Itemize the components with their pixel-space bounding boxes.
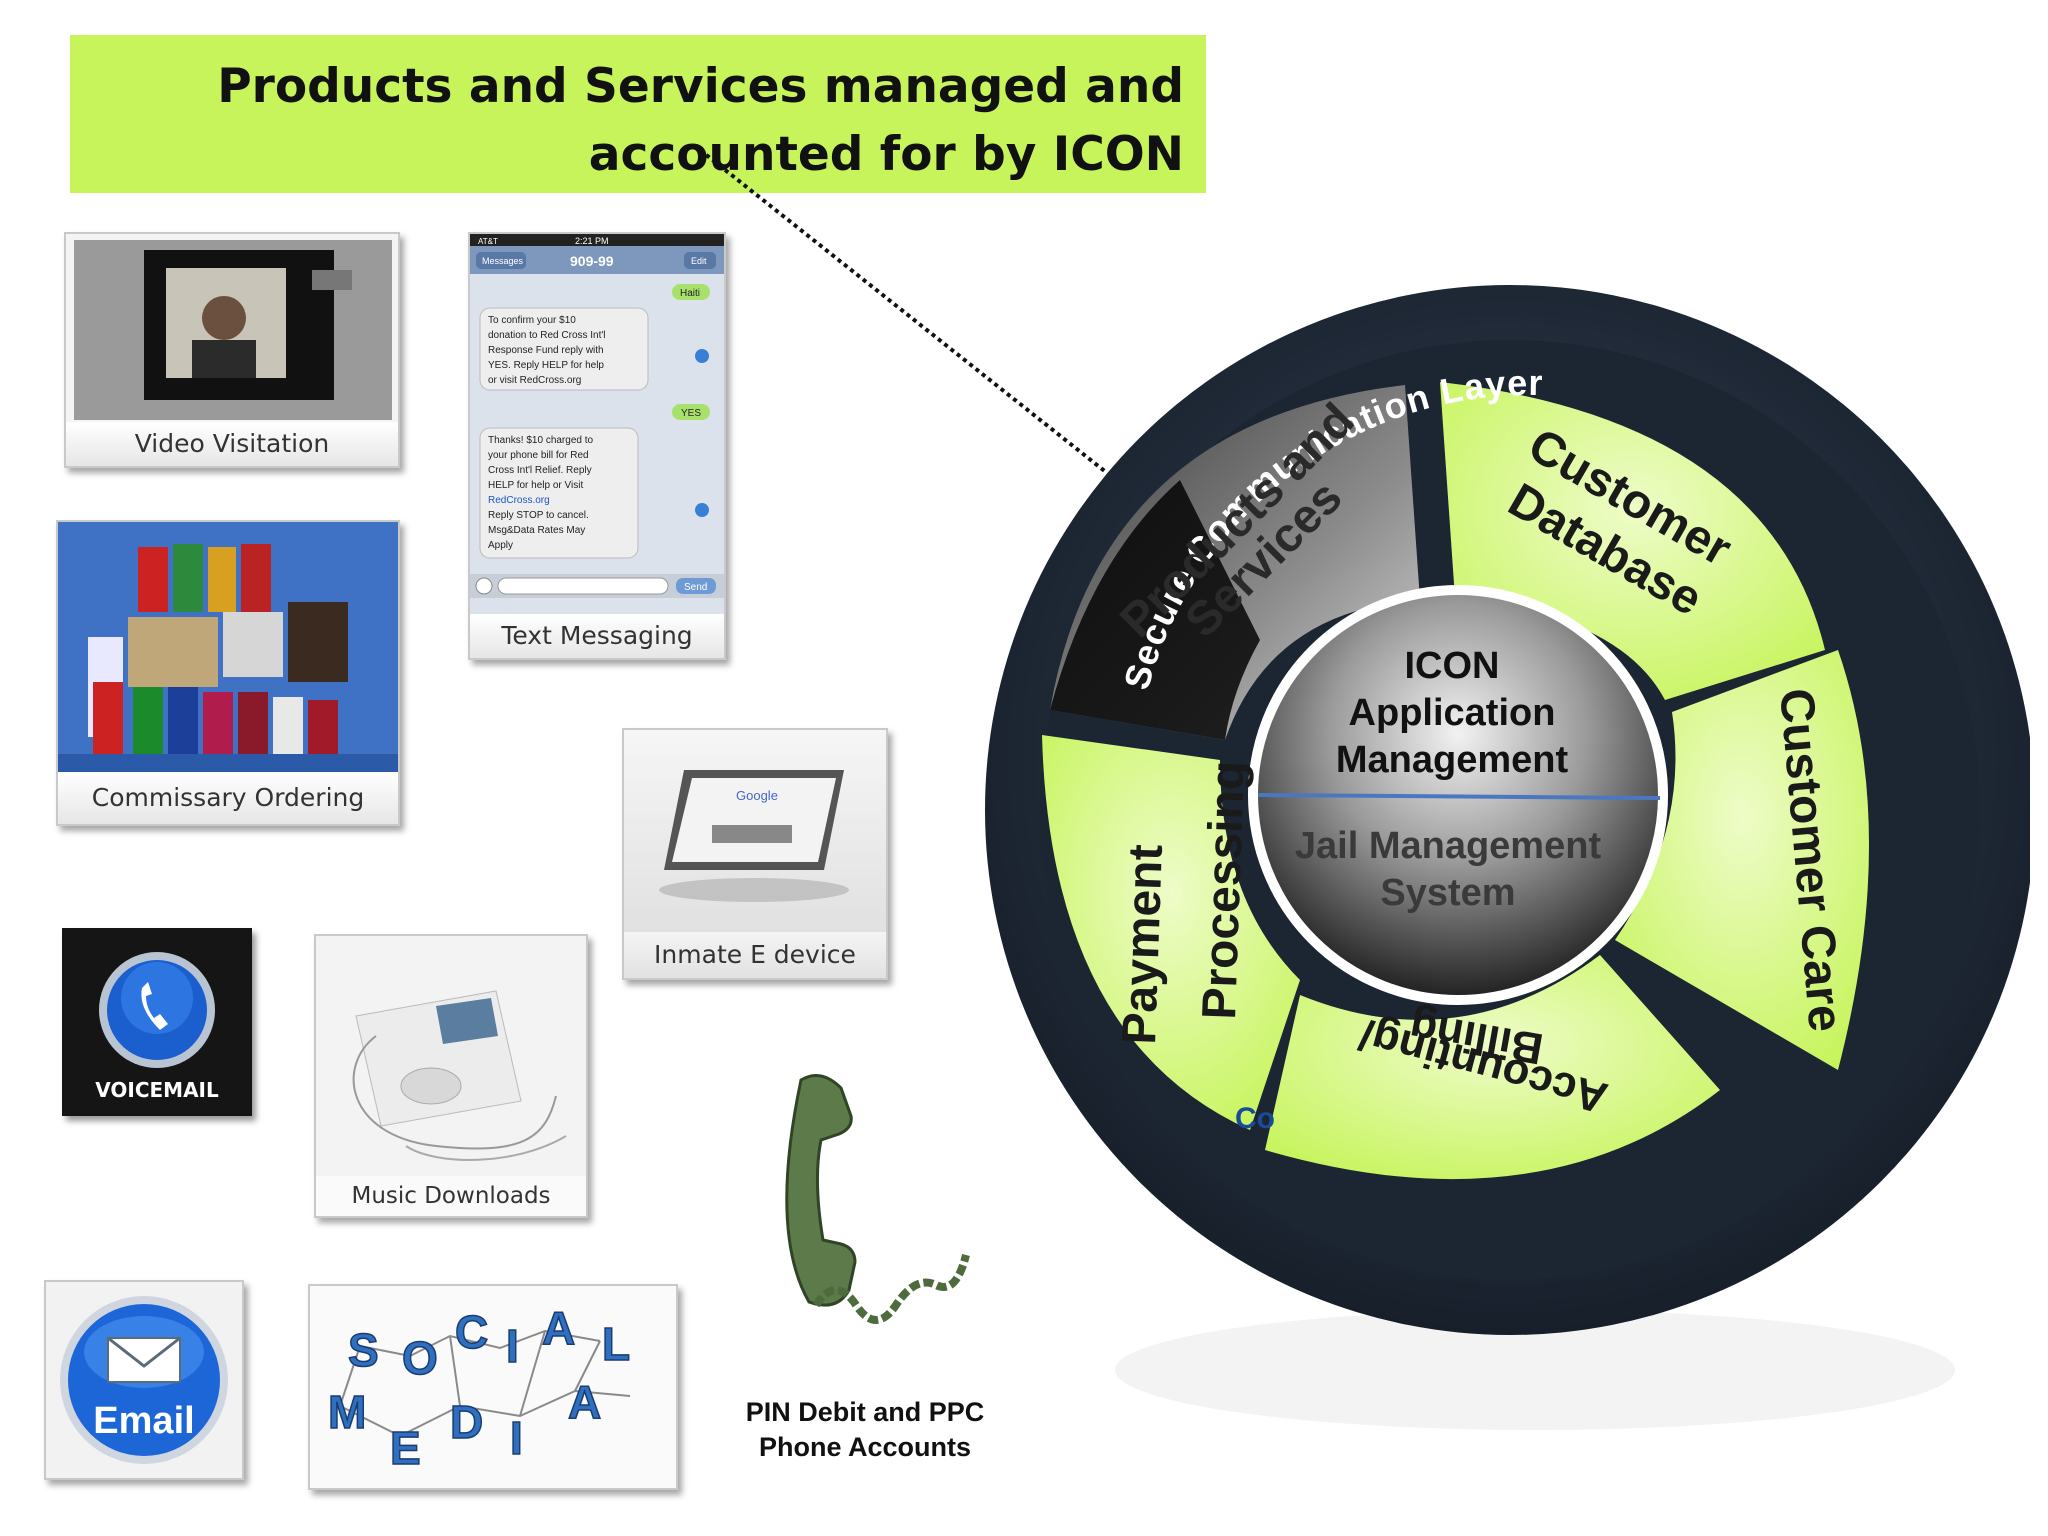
- tablet-image: Google: [659, 770, 849, 902]
- social-letter-o: O: [402, 1332, 438, 1384]
- voicemail-icon: [99, 952, 215, 1068]
- voicemail-tile: VOICEMAIL: [62, 928, 252, 1116]
- segment-accounting-billing: [1265, 955, 1720, 1180]
- commissary-ordering-caption: Commissary Ordering: [58, 772, 398, 824]
- svg-text:Thanks! $10 charged to: Thanks! $10 charged to: [488, 435, 594, 446]
- phone-accounts-line-1: PIN Debit and PPC: [745, 1397, 985, 1427]
- sms-send-button: Send: [684, 582, 707, 593]
- inmate-e-device-caption: Inmate E device: [624, 932, 886, 978]
- sms-carrier: AT&T: [478, 237, 498, 246]
- social-letter-c: C: [455, 1306, 488, 1358]
- segment-customer-care: [1615, 650, 1869, 1070]
- center-top-line-3: Management: [1336, 739, 1569, 781]
- email-icon: [60, 1296, 228, 1464]
- video-visitation-tile: Video Visitation: [64, 232, 400, 468]
- phone-handset-icon: [785, 1074, 970, 1324]
- payment-label-line-1: Payment: [1113, 844, 1173, 1046]
- svg-text:HELP for help or Visit: HELP for help or Visit: [488, 480, 583, 491]
- svg-text:Msg&Data Rates May: Msg&Data Rates May: [488, 525, 585, 536]
- social-media-tile: S O C I A L M E D I A: [308, 1284, 678, 1490]
- text-messaging-tile: AT&T 2:21 PM Messages 909-99 Edit Haiti …: [468, 232, 726, 660]
- sms-time: 2:21 PM: [575, 236, 609, 246]
- email-tile: Email: [44, 1280, 244, 1480]
- voicemail-label: VOICEMAIL: [95, 1078, 219, 1102]
- svg-text:Apply: Apply: [488, 540, 513, 551]
- music-player-image: [316, 936, 586, 1176]
- svg-text:To confirm your $10: To confirm your $10: [488, 315, 576, 326]
- commissary-image: [58, 522, 398, 772]
- music-downloads-caption: Music Downloads: [316, 1176, 586, 1216]
- center-top-line-1: ICON: [1405, 645, 1500, 687]
- sms-bubble-yes: YES: [681, 408, 701, 419]
- svg-text:Reply STOP to cancel.: Reply STOP to cancel.: [488, 510, 589, 521]
- social-letter-a: A: [542, 1302, 575, 1354]
- svg-text:Response Fund reply with: Response Fund reply with: [488, 345, 604, 356]
- svg-text:or visit RedCross.org: or visit RedCross.org: [488, 375, 581, 386]
- segment-payment-processing: [1042, 735, 1300, 1130]
- sms-back-button: Messages: [482, 256, 524, 266]
- sms-message-1: To confirm your $10 donation to Red Cros…: [488, 315, 606, 386]
- sms-message-2: Thanks! $10 charged to your phone bill f…: [488, 435, 594, 551]
- social-letter-d: D: [450, 1396, 483, 1448]
- text-messaging-caption: Text Messaging: [470, 614, 724, 658]
- payment-label-line-2: Processing: [1193, 760, 1255, 1020]
- segment-customer-database: [1440, 382, 1825, 700]
- social-letter-i: I: [506, 1320, 519, 1372]
- center-top-line-2: Application: [1349, 692, 1556, 734]
- social-letter-a2: A: [568, 1376, 601, 1428]
- sms-edit-button: Edit: [691, 256, 707, 266]
- social-letter-i2: I: [510, 1412, 523, 1464]
- icon-wheel-diagram: Secure Communication Layer Products and …: [985, 285, 2030, 1430]
- music-downloads-tile: Music Downloads: [314, 934, 588, 1218]
- phone-accounts-caption: PIN Debit and PPC Phone Accounts: [710, 1395, 1020, 1465]
- center-divider: [1257, 793, 1661, 800]
- social-letter-e: E: [390, 1422, 421, 1474]
- video-visitation-caption: Video Visitation: [66, 422, 398, 466]
- svg-text:your phone bill for Red: your phone bill for Red: [488, 450, 589, 461]
- sms-bubble-haiti: Haiti: [680, 288, 700, 299]
- title-line-1: Products and Services managed and: [217, 59, 1184, 114]
- inmate-e-device-tile: Google Inmate E device: [622, 728, 888, 980]
- tablet-screen-text: Google: [736, 788, 778, 803]
- social-letter-m: M: [328, 1386, 366, 1438]
- video-visitation-image: [74, 240, 392, 420]
- svg-text:RedCross.org: RedCross.org: [488, 495, 550, 506]
- svg-text:YES. Reply HELP for help: YES. Reply HELP for help: [488, 360, 604, 371]
- sms-screen: AT&T 2:21 PM Messages 909-99 Edit Haiti …: [470, 234, 724, 614]
- social-letter-s: S: [348, 1324, 379, 1376]
- social-media-graphic: S O C I A L M E D I A: [327, 1301, 631, 1475]
- email-label: Email: [93, 1400, 195, 1442]
- svg-text:Cross Int'l Relief. Reply: Cross Int'l Relief. Reply: [488, 465, 592, 476]
- svg-text:donation to Red Cross Int'l: donation to Red Cross Int'l: [488, 330, 606, 341]
- commissary-ordering-tile: Commissary Ordering: [56, 520, 400, 826]
- partial-fragment-text: Co: [1235, 1102, 1275, 1135]
- title-banner: Products and Services managed and accoun…: [70, 35, 1206, 193]
- center-bottom-line-1: Jail Management: [1295, 825, 1602, 867]
- sms-number: 909-99: [570, 253, 614, 269]
- social-letter-l: L: [602, 1318, 630, 1370]
- center-bottom-line-2: System: [1380, 872, 1515, 914]
- title-line-2: accounted for by ICON: [588, 127, 1184, 182]
- phone-accounts-line-2: Phone Accounts: [758, 1432, 972, 1462]
